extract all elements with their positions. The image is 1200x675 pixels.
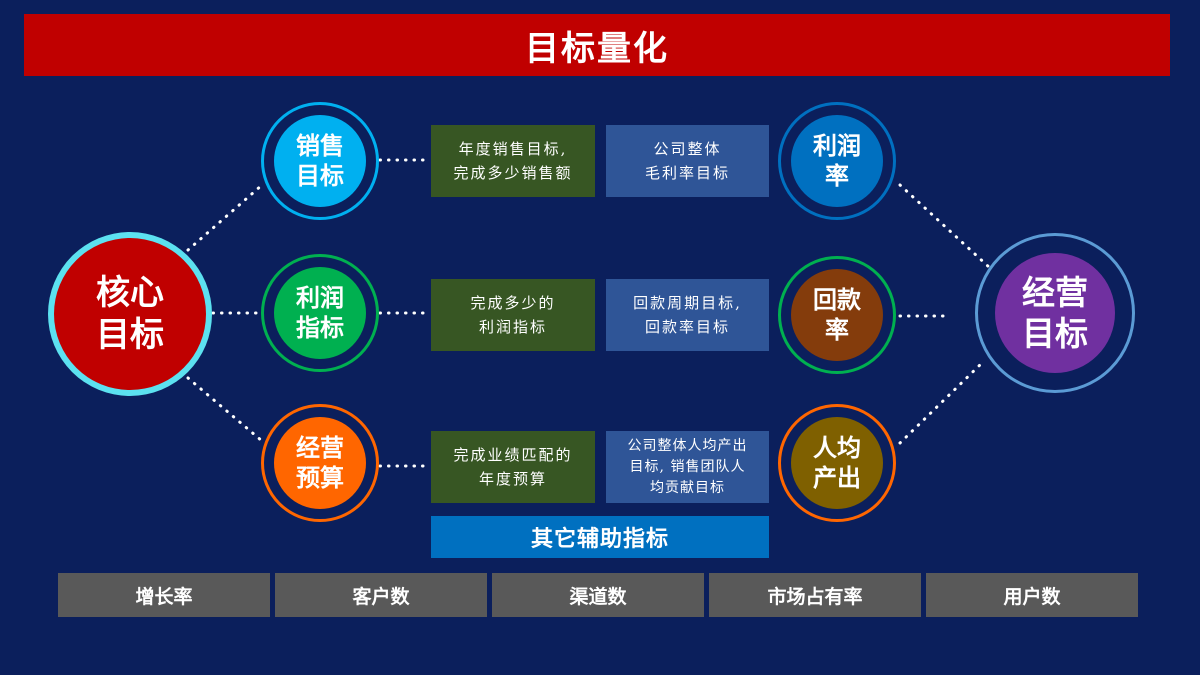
per-capita-output-ring: 人均 产出 <box>778 404 896 522</box>
sales-target-description: 年度销售目标, 完成多少销售额 <box>431 125 595 197</box>
sales-target-node: 销售 目标 <box>274 115 366 207</box>
auxiliary-indicators-header: 其它辅助指标 <box>431 516 769 558</box>
profit-indicator-description: 完成多少的 利润指标 <box>431 279 595 351</box>
profit-indicator-label: 利润 指标 <box>296 284 344 342</box>
profit-margin-node: 利润 率 <box>791 115 883 207</box>
business-goal-node: 经营 目标 <box>995 253 1115 373</box>
per-capita-output-label: 人均 产出 <box>813 434 861 492</box>
profit-margin-description: 公司整体 毛利率目标 <box>606 125 769 197</box>
collection-rate-node: 回款 率 <box>791 269 883 361</box>
connector-margin-business <box>898 183 992 270</box>
business-goal-label: 经营 目标 <box>1022 272 1088 353</box>
connector-core-sales <box>186 183 264 252</box>
per-capita-output-description: 公司整体人均产出 目标, 销售团队人 均贡献目标 <box>606 431 769 503</box>
market-share-item: 市场占有率 <box>709 573 921 617</box>
operating-budget-ring: 经营 预算 <box>261 404 379 522</box>
sales-target-label: 销售 目标 <box>296 132 344 190</box>
user-count-item: 用户数 <box>926 573 1138 617</box>
business-goal-ring: 经营 目标 <box>975 233 1135 393</box>
collection-rate-description: 回款周期目标, 回款率目标 <box>606 279 769 351</box>
growth-rate-item: 增长率 <box>58 573 270 617</box>
customer-count-item: 客户数 <box>275 573 487 617</box>
channel-count-item: 渠道数 <box>492 573 704 617</box>
collection-rate-ring: 回款 率 <box>778 256 896 374</box>
operating-budget-node: 经营 预算 <box>274 417 366 509</box>
sales-target-ring: 销售 目标 <box>261 102 379 220</box>
operating-budget-label: 经营 预算 <box>296 434 344 492</box>
core-goal-ring: 核心 目标 <box>48 232 212 396</box>
collection-rate-label: 回款 率 <box>813 286 861 344</box>
profit-indicator-ring: 利润 指标 <box>261 254 379 372</box>
connector-output-business <box>898 358 987 445</box>
profit-margin-label: 利润 率 <box>813 132 861 190</box>
per-capita-output-node: 人均 产出 <box>791 417 883 509</box>
profit-indicator-node: 利润 指标 <box>274 267 366 359</box>
operating-budget-description: 完成业绩匹配的 年度预算 <box>431 431 595 503</box>
page-title: 目标量化 <box>24 14 1170 76</box>
core-goal-node: 核心 目标 <box>54 238 206 390</box>
profit-margin-ring: 利润 率 <box>778 102 896 220</box>
core-goal-label: 核心 目标 <box>96 272 164 356</box>
connector-core-budget <box>186 376 264 443</box>
